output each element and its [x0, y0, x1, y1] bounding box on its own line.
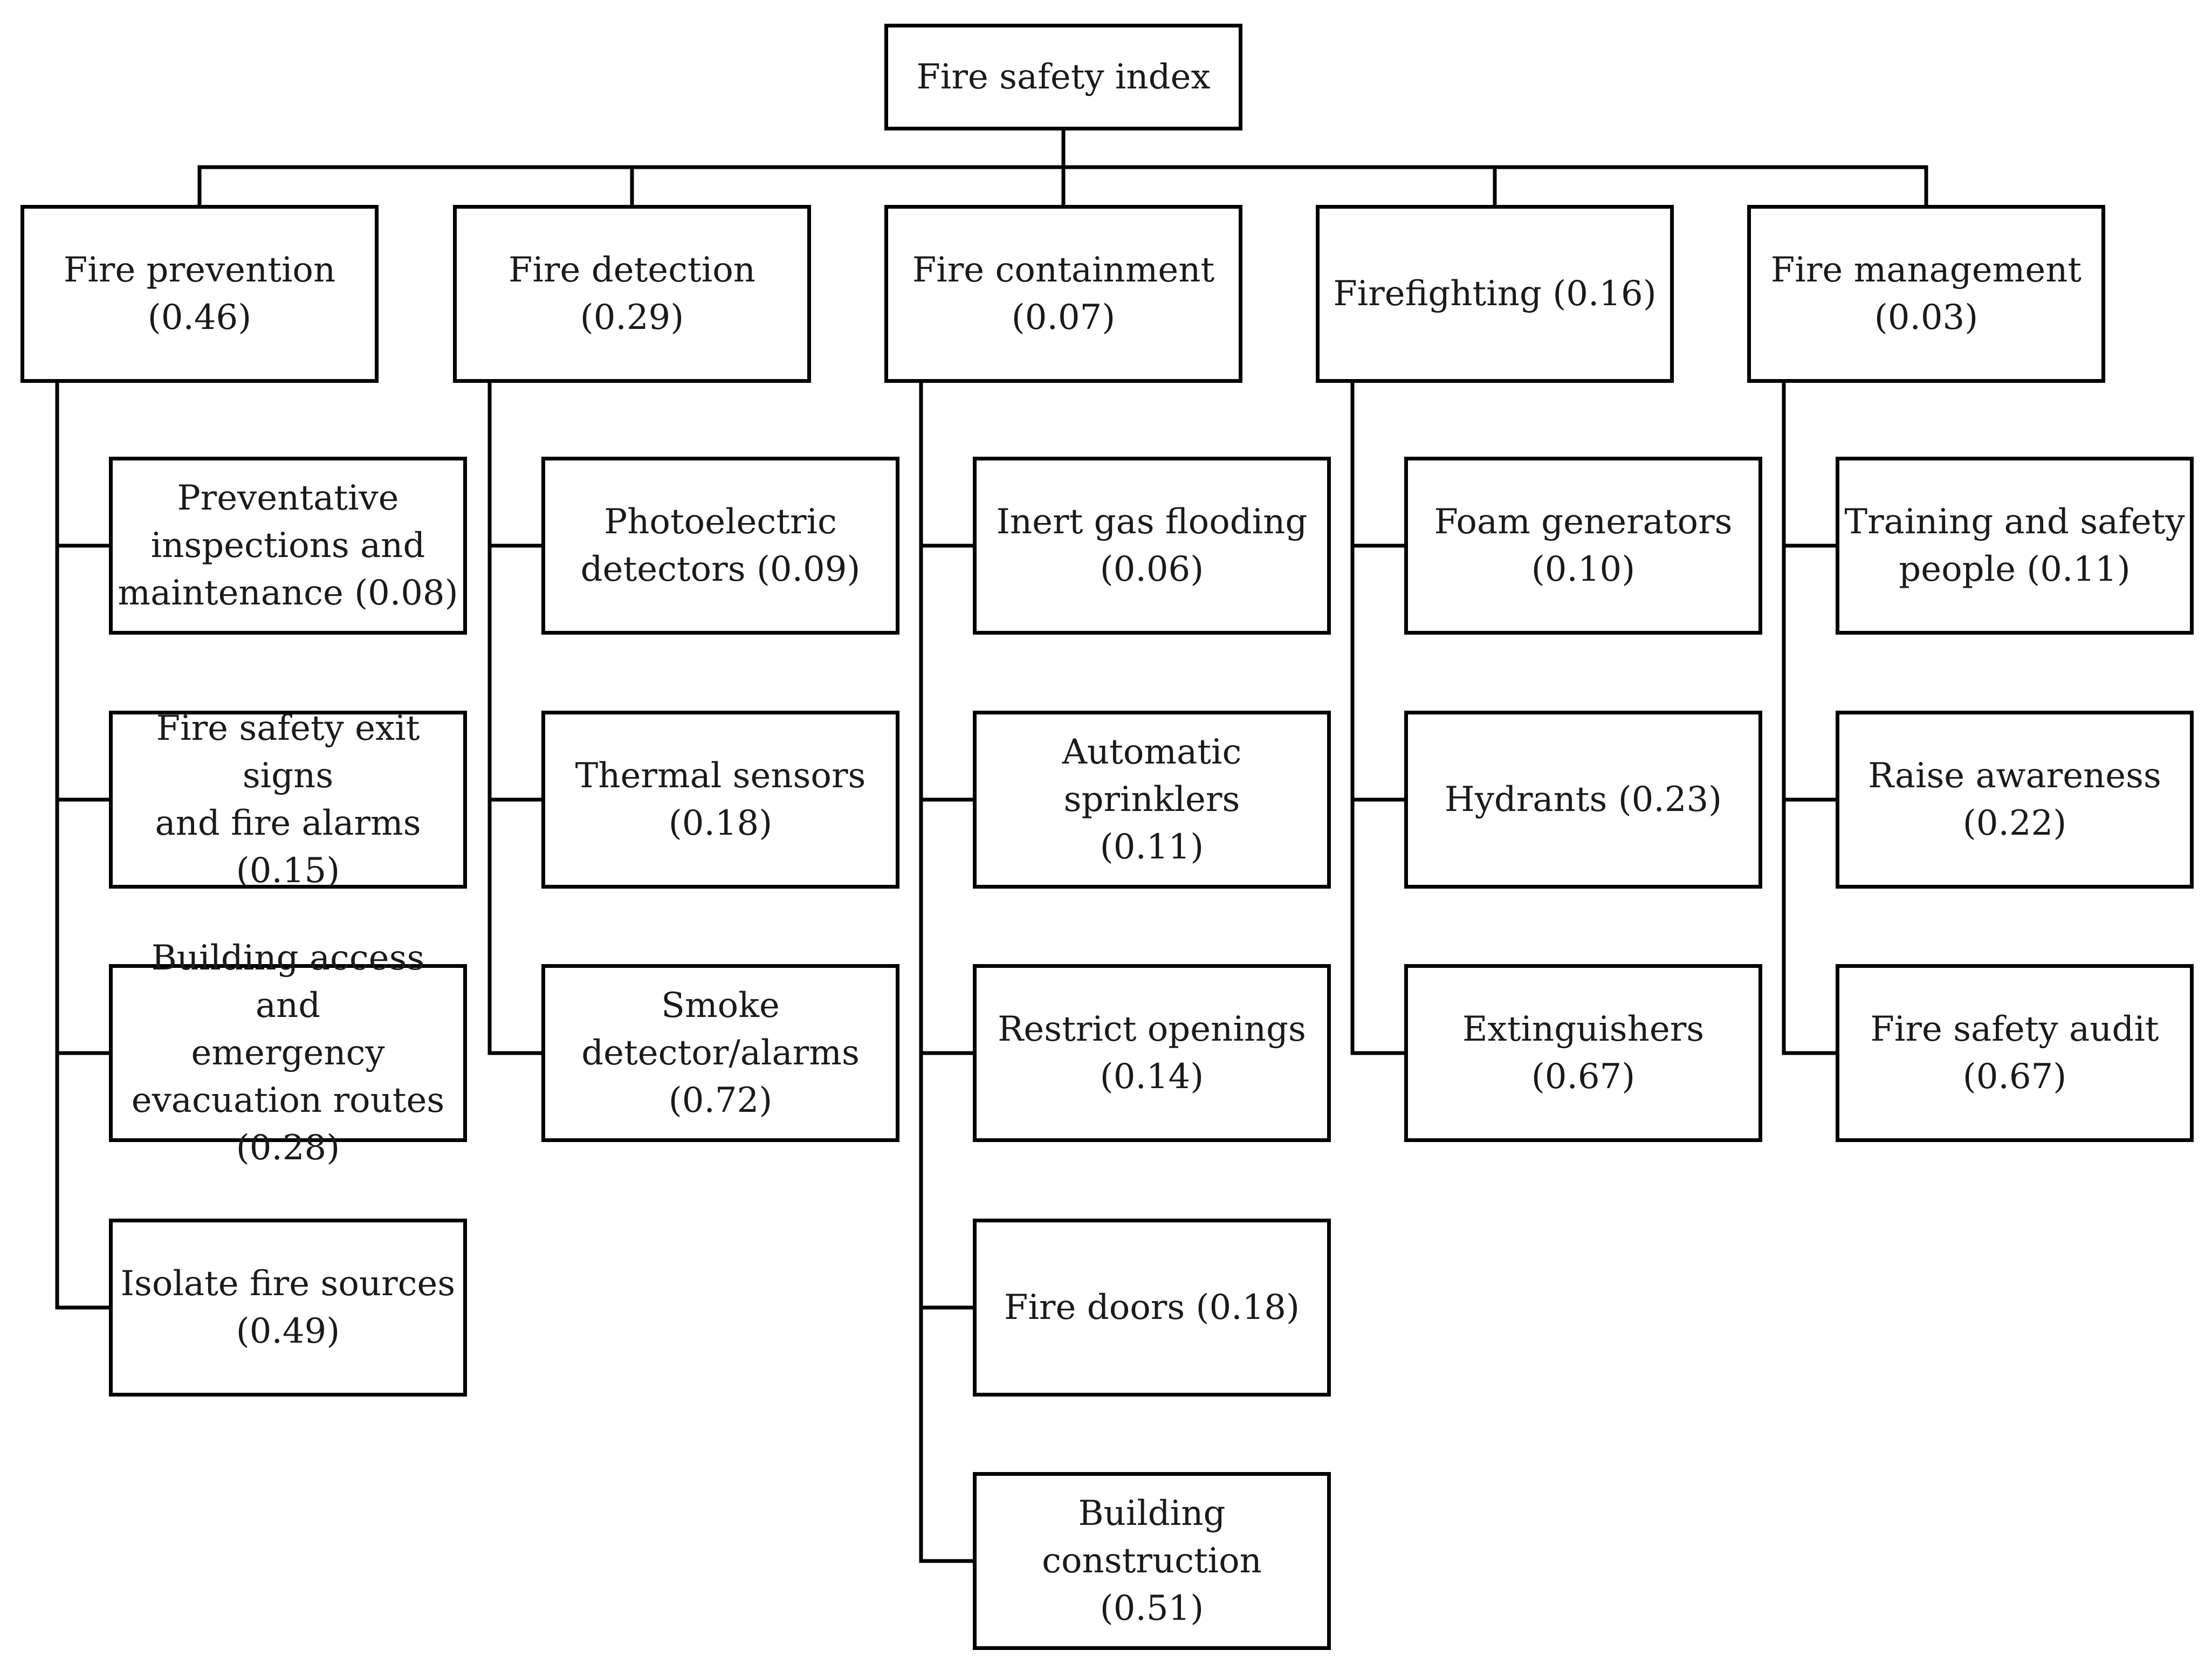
criterion-node: Fire doors (0.18): [973, 1219, 1331, 1397]
category-node: Fire prevention (0.46): [20, 205, 379, 383]
criterion-node-label: Thermal sensors (0.18): [575, 756, 866, 843]
category-node-label: Fire prevention (0.46): [63, 250, 336, 338]
category-node-label: Fire management (0.03): [1770, 250, 2082, 338]
criterion-node: Extinguishers (0.67): [1404, 964, 1762, 1142]
criterion-node: Fire safety audit (0.67): [1836, 964, 2194, 1142]
category-node: Firefighting (0.16): [1316, 205, 1674, 383]
criterion-node-label: Photoelectric detectors (0.09): [580, 502, 861, 589]
criterion-node: Inert gas flooding (0.06): [973, 457, 1331, 635]
criterion-node-label: Fire safety exit signs and fire alarms (…: [155, 709, 421, 891]
criterion-node: Building access and emergency evacuation…: [109, 938, 467, 1168]
category-node: Fire management (0.03): [1747, 205, 2105, 383]
category-node-label: Firefighting (0.16): [1333, 274, 1657, 314]
criterion-node: Preventative inspections and maintenance…: [109, 457, 467, 635]
criterion-node-label: Extinguishers (0.67): [1462, 1009, 1705, 1097]
criterion-node: Building construction (0.51): [973, 1472, 1331, 1650]
criterion-node-label: Isolate fire sources (0.49): [120, 1264, 456, 1351]
criterion-node-label: Building construction (0.51): [1042, 1494, 1262, 1628]
criterion-node-label: Hydrants (0.23): [1444, 780, 1722, 820]
root-node: Fire safety index: [884, 24, 1242, 130]
criterion-node: Isolate fire sources (0.49): [109, 1219, 467, 1397]
criterion-node: Photoelectric detectors (0.09): [541, 457, 899, 635]
criterion-node-label: Smoke detector/alarms (0.72): [581, 986, 860, 1120]
criterion-node: Thermal sensors (0.18): [541, 711, 899, 889]
root-node-label: Fire safety index: [916, 57, 1211, 97]
category-node: Fire containment (0.07): [884, 205, 1242, 383]
criterion-node: Training and safety people (0.11): [1836, 457, 2194, 635]
criterion-node-label: Fire doors (0.18): [1004, 1288, 1300, 1328]
criterion-node-label: Automatic sprinklers (0.11): [1062, 732, 1242, 867]
criterion-node-label: Inert gas flooding (0.06): [996, 502, 1308, 589]
criterion-node-label: Foam generators (0.10): [1434, 502, 1733, 589]
criterion-node-label: Training and safety people (0.11): [1844, 502, 2185, 589]
criterion-node: Automatic sprinklers (0.11): [973, 711, 1331, 889]
criterion-node-label: Building access and emergency evacuation…: [131, 938, 445, 1168]
criterion-node-label: Raise awareness (0.22): [1868, 756, 2161, 843]
criterion-node: Restrict openings (0.14): [973, 964, 1331, 1142]
category-node: Fire detection (0.29): [453, 205, 811, 383]
criterion-node-label: Preventative inspections and maintenance…: [118, 478, 458, 613]
criterion-node: Smoke detector/alarms (0.72): [541, 964, 899, 1142]
criterion-node: Hydrants (0.23): [1404, 711, 1762, 889]
criterion-node-label: Fire safety audit (0.67): [1870, 1009, 2159, 1097]
category-node-label: Fire containment (0.07): [912, 250, 1215, 338]
criterion-node: Raise awareness (0.22): [1836, 711, 2194, 889]
criterion-node-label: Restrict openings (0.14): [998, 1009, 1306, 1097]
criterion-node: Foam generators (0.10): [1404, 457, 1762, 635]
criterion-node: Fire safety exit signs and fire alarms (…: [109, 709, 467, 891]
category-node-label: Fire detection (0.29): [509, 250, 755, 338]
